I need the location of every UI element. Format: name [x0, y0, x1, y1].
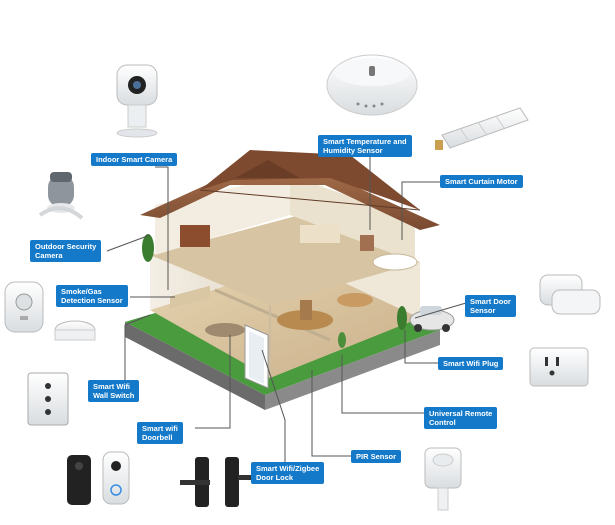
- label-smoke-gas-detection-sensor: Smoke/Gas Detection Sensor: [56, 285, 128, 307]
- house-icon: [125, 150, 455, 410]
- door-sensor-icon: [539, 274, 601, 315]
- doorbell-icon: [67, 451, 130, 505]
- label-indoor-smart-camera: Indoor Smart Camera: [91, 153, 178, 166]
- label-smart-wifi-doorbell: Smart wifi Doorbell: [137, 422, 183, 444]
- label-smart-curtain-motor: Smart Curtain Motor: [440, 175, 523, 188]
- outdoor-camera-icon: [38, 172, 84, 220]
- label-smart-door-sensor: Smart Door Sensor: [465, 295, 516, 317]
- label-universal-remote-control: Universal Remote Control: [424, 407, 498, 429]
- connector-lines: [92, 148, 467, 462]
- pir-sensor-icon: [424, 447, 462, 511]
- door-lock-icon: [180, 457, 260, 507]
- wall-switch-icon: [27, 372, 69, 426]
- label-smart-wifi-zigbee-door-lock: Smart Wifi/Zigbee Door Lock: [251, 462, 325, 484]
- curtain-motor-icon: [435, 107, 529, 150]
- sensor-icon: [326, 54, 418, 116]
- label-smart-wifi-plug: Smart Wifi Plug: [438, 357, 504, 370]
- camera-icon: [116, 64, 158, 138]
- plug-icon: [529, 347, 589, 387]
- label-outdoor-security-camera: Outdoor Security Camera: [30, 240, 102, 262]
- label-smart-wifi-wall-switch: Smart Wifi Wall Switch: [88, 380, 140, 402]
- label-temperature-humidity-sensor: Smart Temperature and Humidity Sensor: [318, 135, 412, 157]
- smoke-detector-icon: [4, 281, 96, 341]
- label-pir-sensor: PIR Sensor: [351, 450, 402, 463]
